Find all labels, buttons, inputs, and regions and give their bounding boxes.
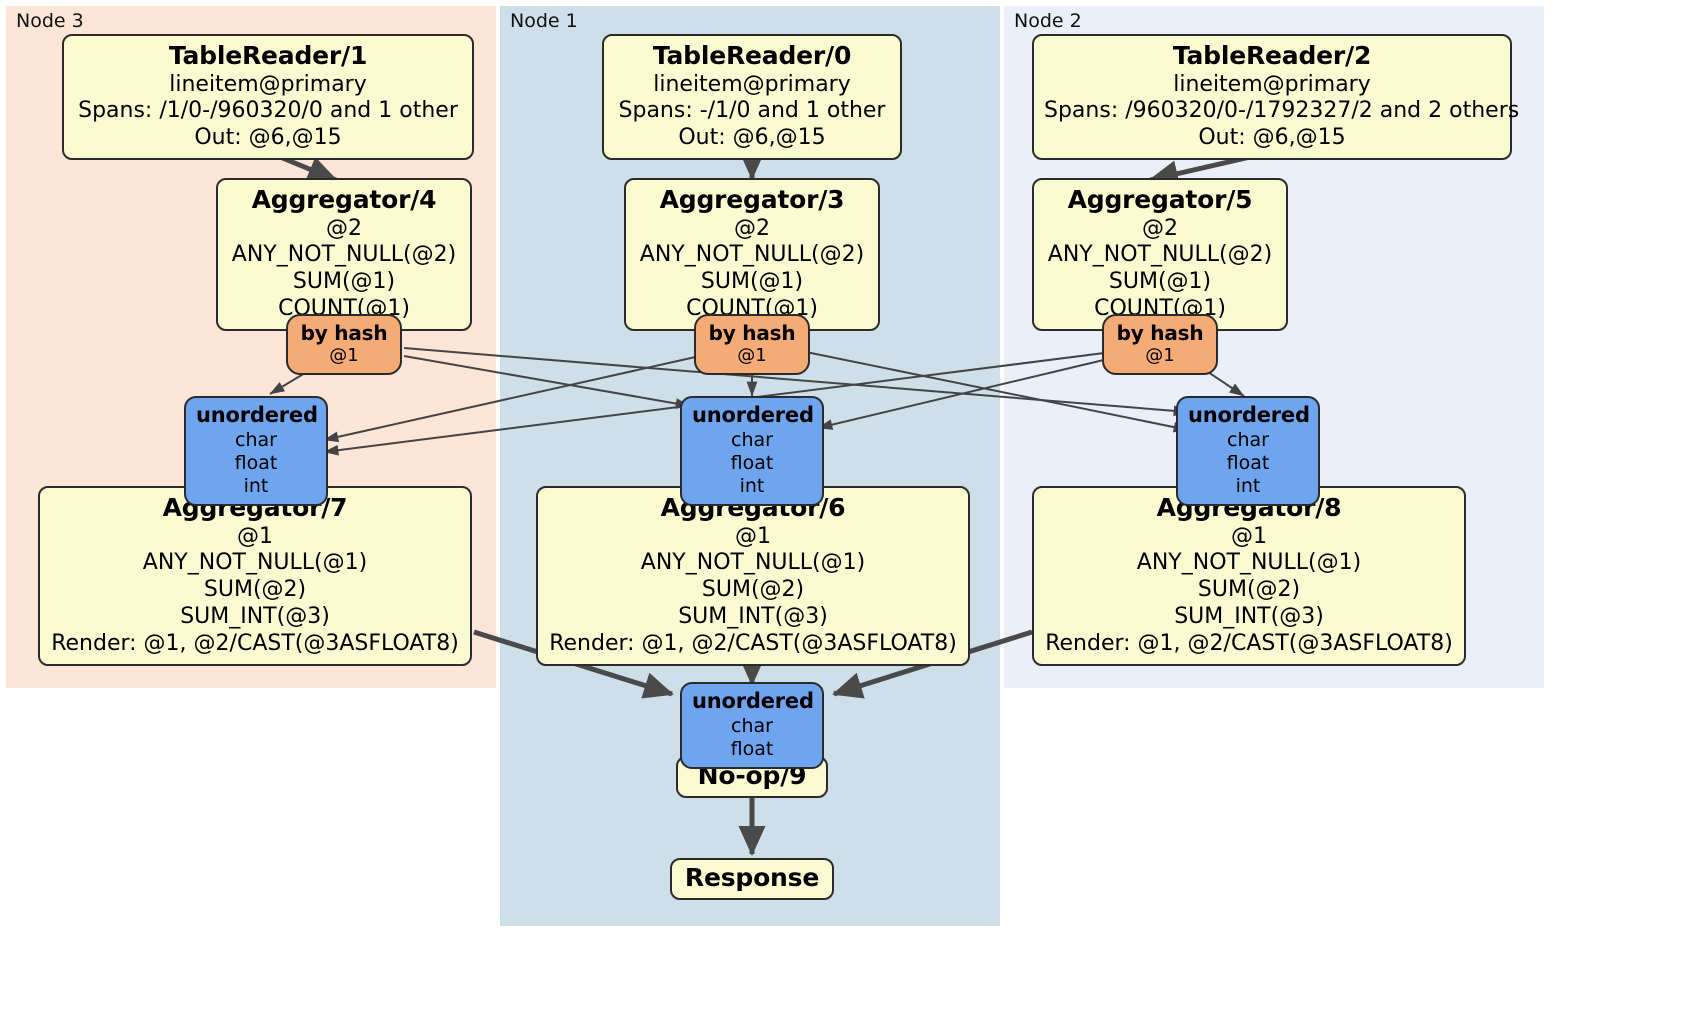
processor-detail-agg-1: SUM(@2) <box>203 577 307 603</box>
processor-detail-agg-2: SUM_INT(@3) <box>1174 603 1324 629</box>
processor-detail-spans: Spans: /960320/0-/1792327/2 and 2 others <box>1044 98 1520 124</box>
router-title: by hash <box>708 321 796 345</box>
processor-detail-groupcol: @2 <box>1142 215 1178 241</box>
processor-detail-groupcol: @1 <box>1231 523 1267 549</box>
processor-aggregator-6[interactable]: Aggregator/6 @1 ANY_NOT_NULL(@1) SUM(@2)… <box>536 486 970 666</box>
processor-detail-render: Render: @1, @2/CAST(@3ASFLOAT8) <box>549 630 957 656</box>
processor-aggregator-8[interactable]: Aggregator/8 @1 ANY_NOT_NULL(@1) SUM(@2)… <box>1032 486 1466 666</box>
processor-aggregator-4[interactable]: Aggregator/4 @2 ANY_NOT_NULL(@2) SUM(@1)… <box>216 178 472 331</box>
region-node-1-label: Node 1 <box>510 10 578 32</box>
processor-aggregator-5[interactable]: Aggregator/5 @2 ANY_NOT_NULL(@2) SUM(@1)… <box>1032 178 1288 331</box>
synchronizer-type-1: float <box>730 451 774 474</box>
router-title: by hash <box>1116 321 1204 345</box>
processor-detail-table: lineitem@primary <box>169 71 367 97</box>
processor-detail-table: lineitem@primary <box>653 71 851 97</box>
processor-title: TableReader/1 <box>168 41 368 70</box>
processor-tablereader-2[interactable]: TableReader/2 lineitem@primary Spans: /9… <box>1032 34 1520 160</box>
processor-tablereader-1[interactable]: TableReader/1 lineitem@primary Spans: /1… <box>62 34 474 160</box>
processor-detail-agg-0: ANY_NOT_NULL(@1) <box>1136 550 1362 576</box>
synchronizer-unordered-center[interactable]: unordered char float int <box>680 396 824 507</box>
processor-title: Aggregator/4 <box>251 185 437 214</box>
processor-title: Aggregator/5 <box>1067 185 1253 214</box>
processor-detail-groupcol: @2 <box>326 215 362 241</box>
synchronizer-unordered-right[interactable]: unordered char float int <box>1176 396 1320 507</box>
processor-title: Aggregator/3 <box>659 185 845 214</box>
synchronizer-type-1: float <box>730 737 774 760</box>
synchronizer-type-1: float <box>234 451 278 474</box>
synchronizer-title: unordered <box>196 403 318 427</box>
processor-detail-agg-1: SUM(@2) <box>1197 577 1301 603</box>
synchronizer-type-2: int <box>739 474 765 497</box>
router-column: @1 <box>329 345 359 367</box>
router-title: by hash <box>300 321 388 345</box>
synchronizer-type-0: char <box>731 428 773 451</box>
synchronizer-type-2: int <box>1235 474 1261 497</box>
processor-detail-render: Render: @1, @2/CAST(@3ASFLOAT8) <box>51 630 459 656</box>
synchronizer-type-1: float <box>1226 451 1270 474</box>
processor-aggregator-7[interactable]: Aggregator/7 @1 ANY_NOT_NULL(@1) SUM(@2)… <box>38 486 472 666</box>
processor-aggregator-3[interactable]: Aggregator/3 @2 ANY_NOT_NULL(@2) SUM(@1)… <box>624 178 880 331</box>
synchronizer-type-2: int <box>243 474 269 497</box>
processor-detail-agg-1: SUM(@1) <box>700 269 804 295</box>
processor-detail-agg-0: ANY_NOT_NULL(@1) <box>640 550 866 576</box>
synchronizer-title: unordered <box>1188 403 1310 427</box>
region-node-3-label: Node 3 <box>16 10 84 32</box>
processor-detail-agg-1: SUM(@2) <box>701 577 805 603</box>
processor-detail-agg-1: SUM(@1) <box>292 269 396 295</box>
processor-tablereader-0[interactable]: TableReader/0 lineitem@primary Spans: -/… <box>602 34 902 160</box>
processor-detail-agg-2: SUM_INT(@3) <box>678 603 828 629</box>
processor-detail-agg-1: SUM(@1) <box>1108 269 1212 295</box>
synchronizer-type-0: char <box>731 714 773 737</box>
region-node-2-label: Node 2 <box>1014 10 1082 32</box>
processor-detail-groupcol: @1 <box>237 523 273 549</box>
synchronizer-type-0: char <box>235 428 277 451</box>
processor-detail-spans: Spans: -/1/0 and 1 other <box>618 98 886 124</box>
processor-detail-agg-0: ANY_NOT_NULL(@1) <box>142 550 368 576</box>
synchronizer-unordered-final[interactable]: unordered char float <box>680 682 824 769</box>
processor-title: TableReader/2 <box>1172 41 1372 70</box>
router-by-hash-left[interactable]: by hash @1 <box>286 314 402 376</box>
processor-response[interactable]: Response <box>670 858 834 900</box>
processor-detail-render: Render: @1, @2/CAST(@3ASFLOAT8) <box>1045 630 1453 656</box>
processor-detail-agg-0: ANY_NOT_NULL(@2) <box>1047 242 1273 268</box>
processor-title: TableReader/0 <box>652 41 852 70</box>
processor-detail-agg-0: ANY_NOT_NULL(@2) <box>639 242 865 268</box>
synchronizer-title: unordered <box>692 403 814 427</box>
processor-detail-agg-2: SUM_INT(@3) <box>180 603 330 629</box>
processor-detail-table: lineitem@primary <box>1173 71 1371 97</box>
synchronizer-unordered-left[interactable]: unordered char float int <box>184 396 328 507</box>
processor-detail-agg-0: ANY_NOT_NULL(@2) <box>231 242 457 268</box>
router-column: @1 <box>1145 345 1175 367</box>
router-by-hash-right[interactable]: by hash @1 <box>1102 314 1218 376</box>
processor-detail-spans: Spans: /1/0-/960320/0 and 1 other <box>78 98 458 124</box>
processor-title: Response <box>684 863 820 892</box>
processor-detail-out: Out: @6,@15 <box>194 125 342 151</box>
router-column: @1 <box>737 345 767 367</box>
processor-detail-groupcol: @1 <box>735 523 771 549</box>
router-by-hash-center[interactable]: by hash @1 <box>694 314 810 376</box>
processor-detail-out: Out: @6,@15 <box>1198 125 1346 151</box>
processor-detail-out: Out: @6,@15 <box>678 125 826 151</box>
synchronizer-title: unordered <box>692 689 814 713</box>
processor-detail-groupcol: @2 <box>734 215 770 241</box>
synchronizer-type-0: char <box>1227 428 1269 451</box>
